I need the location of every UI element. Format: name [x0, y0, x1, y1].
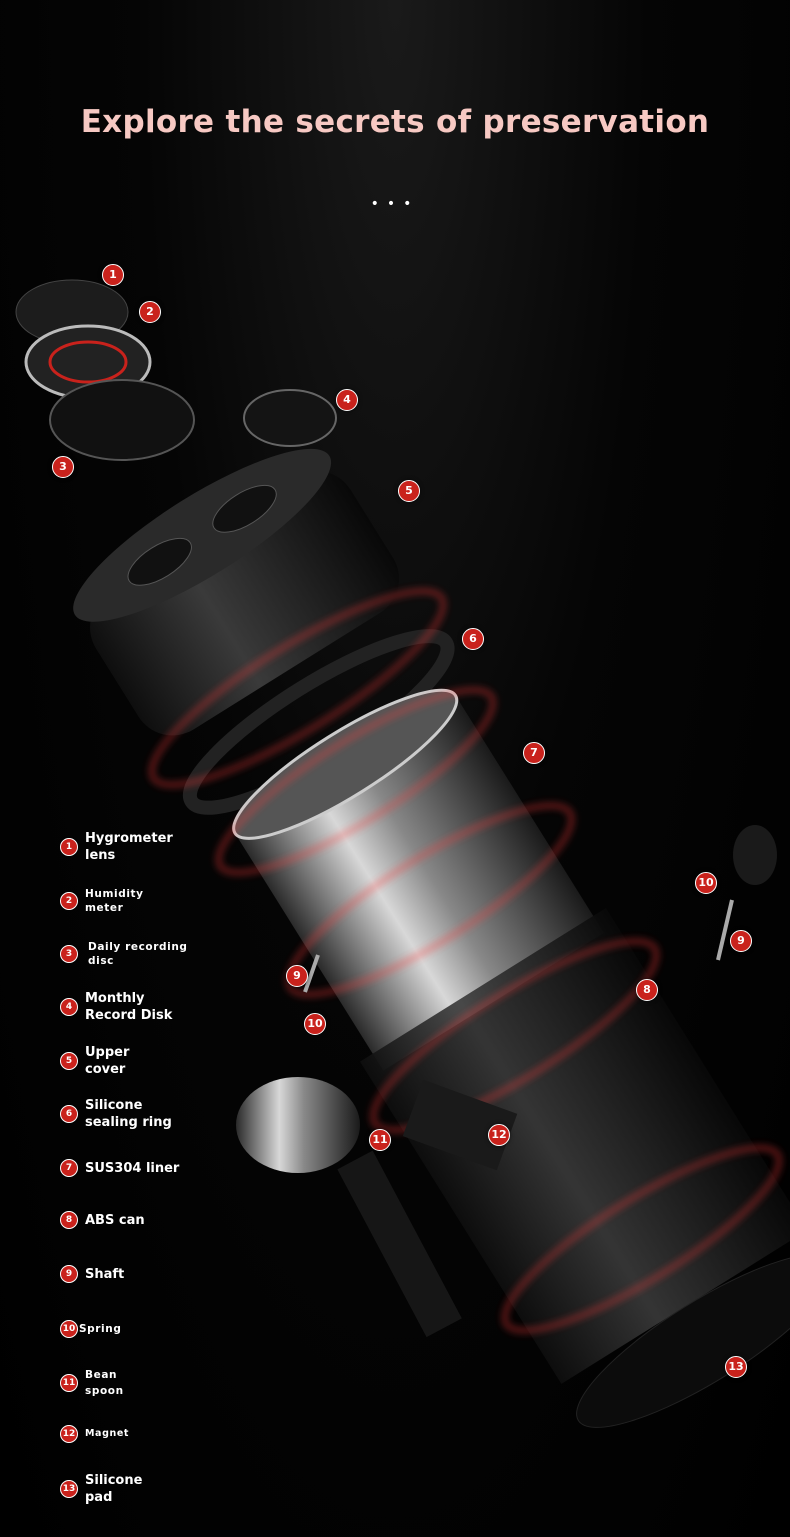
- legend-item: 13 Silicone pad: [60, 1472, 150, 1506]
- legend-label: Humidity meter: [85, 888, 144, 914]
- legend-badge: 11: [60, 1374, 78, 1392]
- bean-spoon: [236, 1077, 462, 1338]
- legend-item: 6 Silicone sealing ring: [60, 1097, 185, 1131]
- callout-8: 8: [636, 979, 658, 1001]
- callout-11: 11: [369, 1129, 391, 1151]
- callout-7: 7: [523, 742, 545, 764]
- legend-item: 5 Upper cover: [60, 1044, 145, 1078]
- callout-10: 10: [304, 1013, 326, 1035]
- daily-recording-disc: [49, 379, 195, 461]
- legend-label: Bean spoon: [85, 1369, 124, 1397]
- legend-label: Daily recording disc: [88, 941, 188, 967]
- legend-label: Spring: [79, 1323, 122, 1335]
- callout-2: 2: [139, 301, 161, 323]
- legend-item: 2 Humidity meter: [60, 887, 155, 915]
- callout-9: 9: [286, 965, 308, 987]
- callout-6: 6: [462, 628, 484, 650]
- callout-4: 4: [336, 389, 358, 411]
- legend-badge: 9: [60, 1265, 78, 1283]
- legend-label: Hygrometer lens: [85, 831, 173, 863]
- legend-badge: 6: [60, 1105, 78, 1123]
- callout-13: 13: [725, 1356, 747, 1378]
- legend-item: 4 Monthly Record Disk: [60, 990, 175, 1024]
- callout-10: 10: [695, 872, 717, 894]
- legend-badge: 1: [60, 838, 78, 856]
- monthly-record-disk: [243, 389, 337, 447]
- legend-badge: 8: [60, 1211, 78, 1229]
- legend-label: Shaft: [85, 1266, 125, 1282]
- legend-item: 9 Shaft: [60, 1265, 195, 1283]
- legend-item: 1 Hygrometer lens: [60, 830, 180, 864]
- legend-label: Silicone sealing ring: [85, 1098, 172, 1130]
- legend-label: Monthly Record Disk: [85, 991, 173, 1023]
- legend-badge: 10: [60, 1320, 78, 1338]
- upper-cover: [90, 470, 400, 736]
- legend-badge: 5: [60, 1052, 78, 1070]
- legend-badge: 7: [60, 1159, 78, 1177]
- page-title: Explore the secrets of preservation: [80, 104, 710, 140]
- legend-badge: 12: [60, 1425, 78, 1443]
- legend-item: 7 SUS304 liner: [60, 1159, 195, 1177]
- legend-item: 12 Magnet: [60, 1425, 195, 1443]
- callout-12: 12: [488, 1124, 510, 1146]
- legend-badge: 3: [60, 945, 78, 963]
- abs-can: [360, 907, 790, 1384]
- callout-1: 1: [102, 264, 124, 286]
- callout-3: 3: [52, 456, 74, 478]
- callout-9: 9: [730, 930, 752, 952]
- pagination-dots: •••: [370, 196, 420, 212]
- legend-item: 8 ABS can: [60, 1211, 195, 1229]
- legend-badge: 4: [60, 998, 78, 1016]
- silicone-pad: [576, 1254, 790, 1428]
- legend-item: 3 Daily recording disc: [60, 940, 188, 968]
- legend-label: Upper cover: [85, 1045, 130, 1077]
- legend-item: 11 Bean spoon: [60, 1367, 135, 1399]
- legend-label: ABS can: [85, 1212, 145, 1228]
- legend-label: SUS304 liner: [85, 1160, 180, 1176]
- legend-badge: 2: [60, 892, 78, 910]
- magnet: [402, 1079, 518, 1171]
- legend-badge: 13: [60, 1480, 78, 1498]
- legend-label: Silicone pad: [85, 1473, 143, 1505]
- shaft-knob: [733, 825, 777, 885]
- callout-5: 5: [398, 480, 420, 502]
- legend-label: Magnet: [85, 1428, 130, 1439]
